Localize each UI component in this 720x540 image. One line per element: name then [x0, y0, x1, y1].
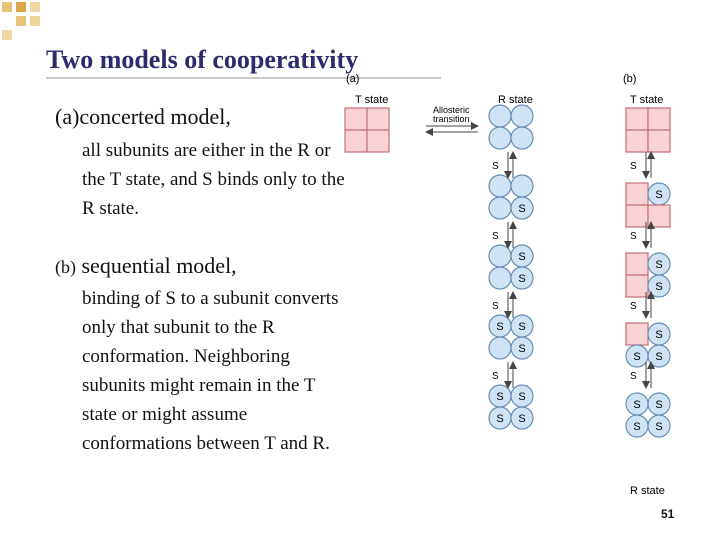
substrate-arrow-label: S: [630, 161, 637, 172]
r-subunit: [489, 337, 511, 359]
panel-a-label: (a): [346, 73, 359, 85]
r-subunit: [489, 197, 511, 219]
substrate-label: S: [518, 251, 525, 263]
r-subunit: [511, 175, 533, 197]
substrate-label: S: [633, 421, 640, 433]
r-subunit: [489, 175, 511, 197]
substrate-label: S: [518, 413, 525, 425]
r-subunit: [511, 127, 533, 149]
substrate-arrow-label: S: [630, 231, 637, 242]
substrate-label: S: [518, 273, 525, 285]
substrate-label: S: [655, 399, 662, 411]
substrate-label: S: [518, 391, 525, 403]
r-subunit: [489, 267, 511, 289]
t-state-label-b: T state: [630, 94, 663, 106]
r-subunit: [489, 105, 511, 127]
concerted-heading-text: (a)concerted model,: [55, 104, 231, 129]
t-subunit-b: [626, 275, 648, 297]
corner-decoration: [0, 0, 60, 45]
sequential-description: binding of S to a subunit converts only …: [82, 284, 352, 458]
r-state-label-bottom: R state: [630, 485, 665, 497]
cooperativity-figure: (a) (b) T state R state T state Alloster…: [330, 68, 715, 498]
concerted-description: all subunits are either in the R or the …: [82, 136, 352, 223]
substrate-arrow-label: S: [630, 371, 637, 382]
substrate-label: S: [518, 321, 525, 333]
t-subunit-b: [626, 253, 648, 275]
t-subunit-b: [626, 108, 648, 130]
slide-title: Two models of cooperativity: [46, 45, 358, 75]
substrate-label: S: [496, 321, 503, 333]
substrate-label: S: [655, 281, 662, 293]
t-subunit: [367, 130, 389, 152]
r-subunit: [511, 105, 533, 127]
t-subunit-b: [648, 108, 670, 130]
substrate-label: S: [655, 421, 662, 433]
panel-b-label: (b): [623, 73, 636, 85]
substrate-label: S: [496, 413, 503, 425]
t-state-label-a: T state: [355, 94, 388, 106]
t-subunit-b: [648, 130, 670, 152]
substrate-label: S: [633, 351, 640, 363]
t-subunit-b: [626, 323, 648, 345]
substrate-arrow-label: S: [492, 231, 499, 242]
t-subunit: [345, 130, 367, 152]
substrate-arrow-label: S: [492, 301, 499, 312]
t-subunit-b: [626, 130, 648, 152]
r-subunit: [489, 245, 511, 267]
t-subunit: [367, 108, 389, 130]
t-subunit: [345, 108, 367, 130]
substrate-label: S: [655, 259, 662, 271]
sequential-heading-prefix: (b): [55, 257, 76, 277]
substrate-arrow-label: S: [630, 301, 637, 312]
concerted-heading: (a)concerted model,: [55, 104, 231, 130]
page-number: 51: [661, 507, 674, 521]
substrate-arrow-label: S: [492, 371, 499, 382]
substrate-label: S: [633, 399, 640, 411]
t-subunit-b: [626, 205, 648, 227]
substrate-label: S: [655, 329, 662, 341]
sequential-heading-text: sequential model,: [76, 253, 237, 278]
substrate-label: S: [518, 343, 525, 355]
substrate-label: S: [496, 391, 503, 403]
r-state-label-a: R state: [498, 94, 533, 106]
substrate-label: S: [655, 189, 662, 201]
substrate-arrow-label: S: [492, 161, 499, 172]
substrate-label: S: [655, 351, 662, 363]
transition-label: transition: [433, 114, 470, 124]
substrate-label: S: [518, 203, 525, 215]
t-subunit-b: [626, 183, 648, 205]
r-subunit: [489, 127, 511, 149]
sequential-heading: (b) sequential model,: [55, 253, 237, 279]
